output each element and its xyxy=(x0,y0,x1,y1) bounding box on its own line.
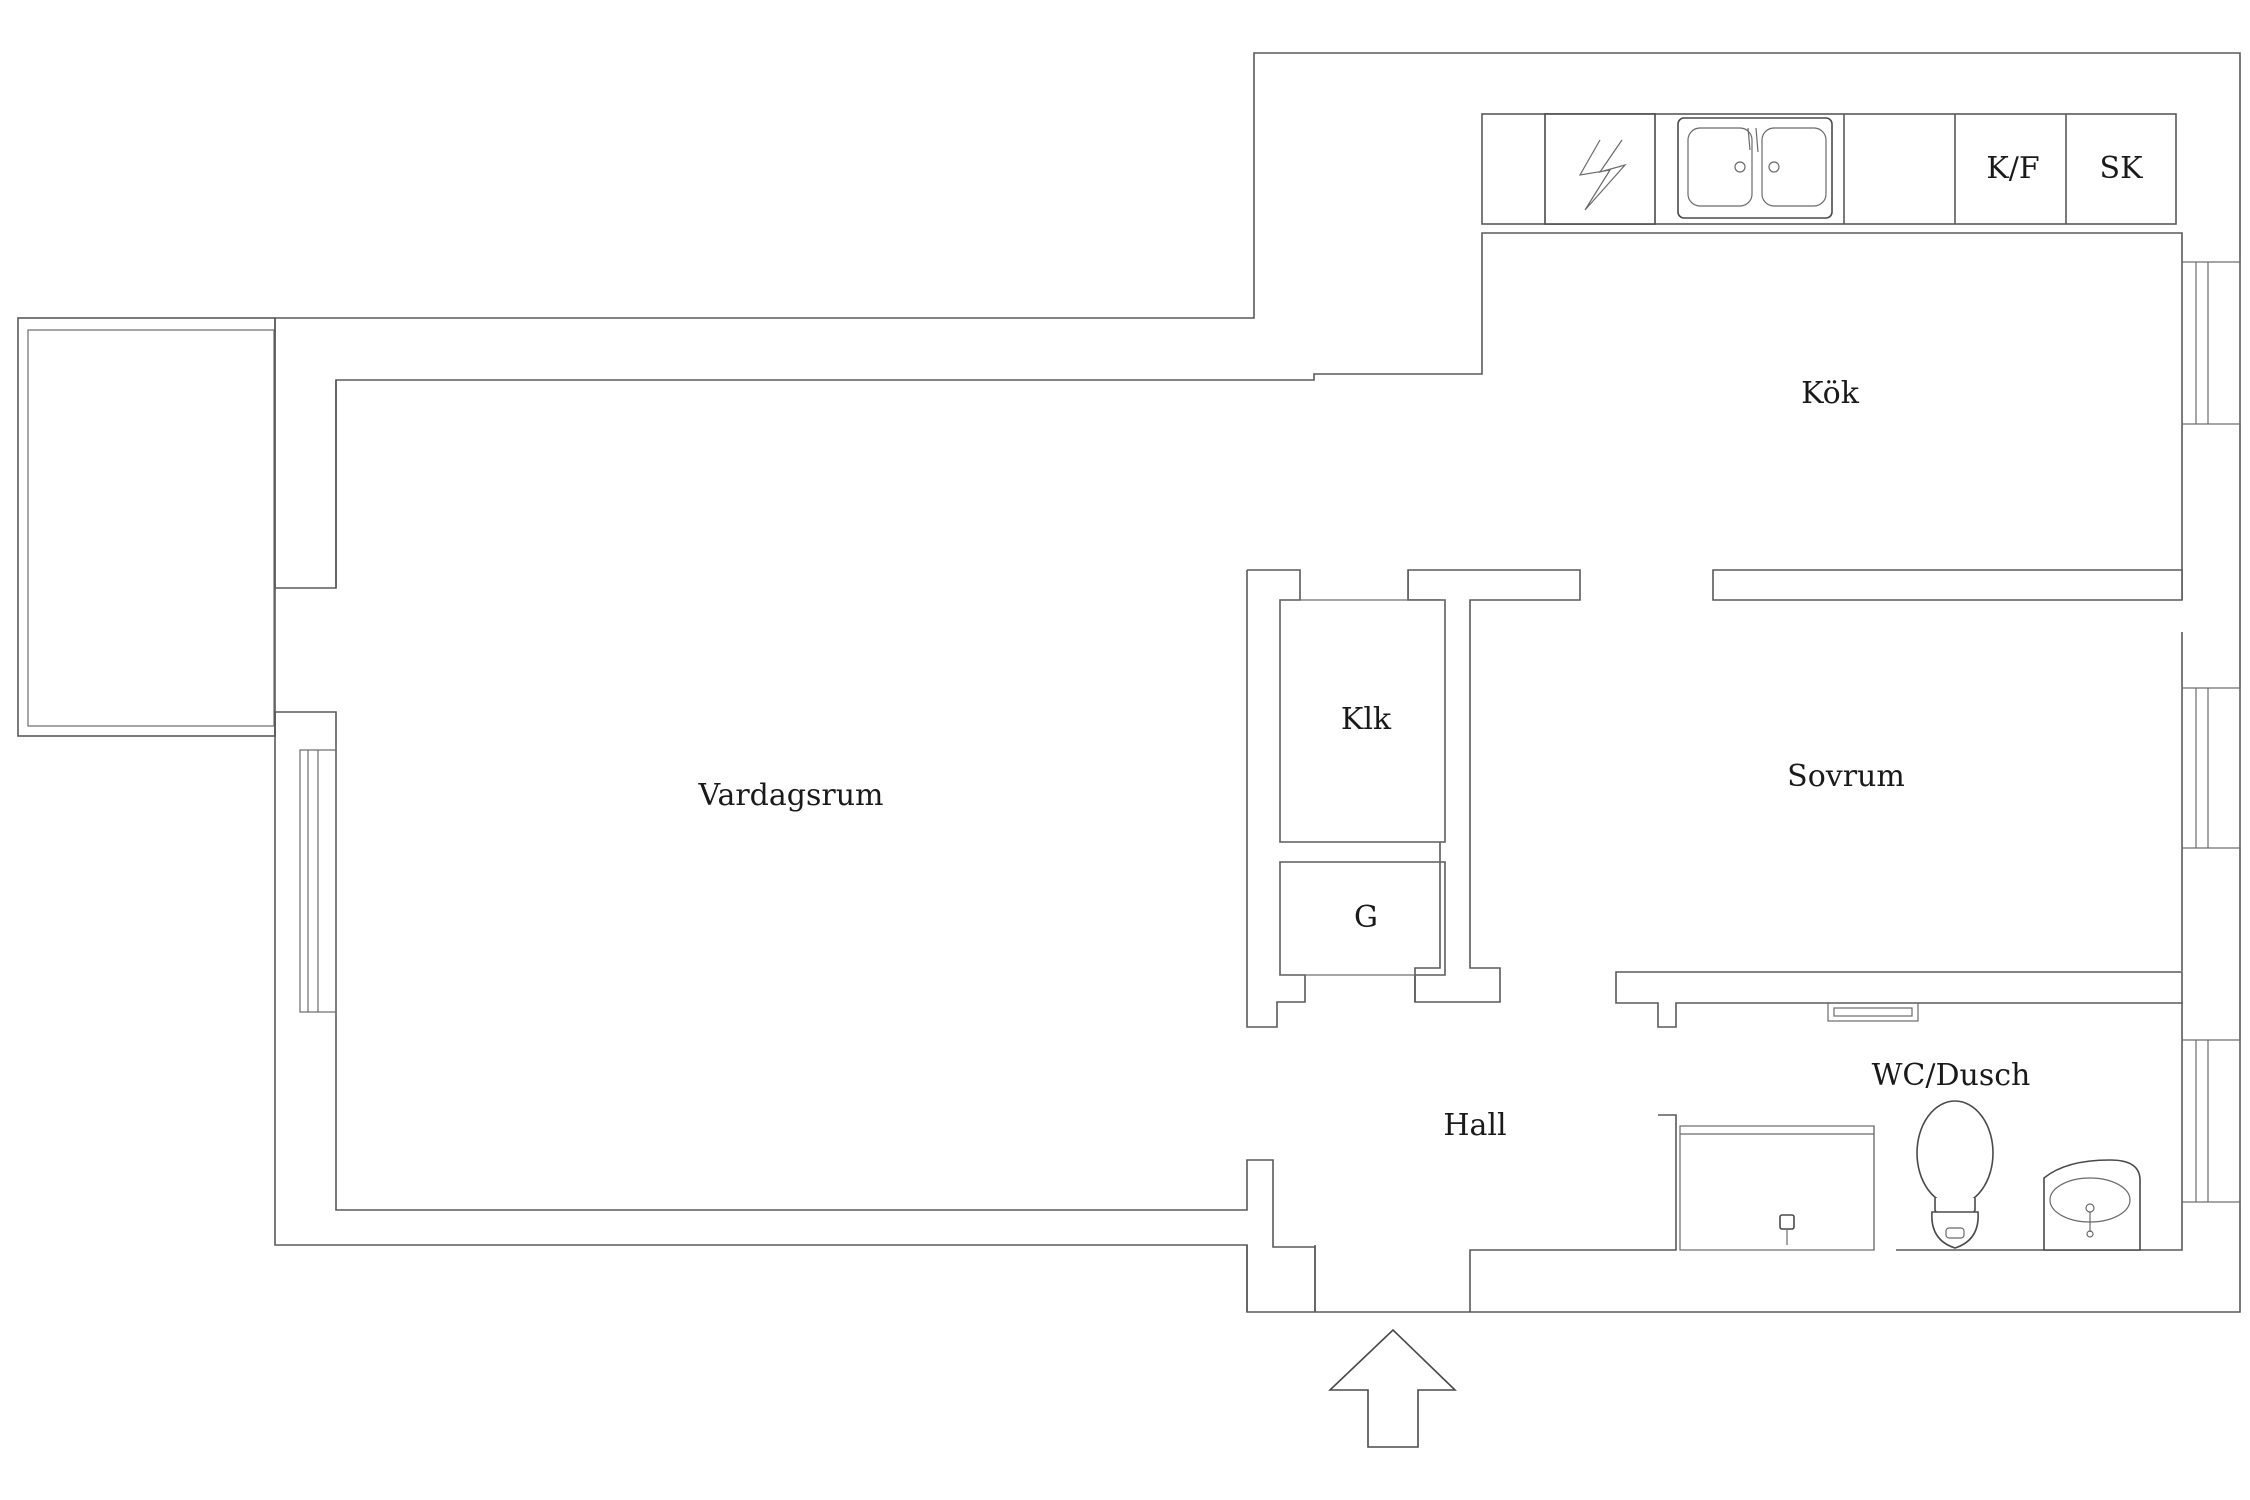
room-label-kitchen: Kök xyxy=(1801,376,1860,411)
bathroom-vent xyxy=(1827,1002,1919,1022)
storage-block xyxy=(1246,569,1446,1028)
room-label-bedroom: Sovrum xyxy=(1787,759,1905,794)
room-label-wardrobe: Klk xyxy=(1341,702,1392,737)
kitchen-sink xyxy=(1677,117,1833,219)
living-room-window xyxy=(299,749,337,1013)
cabinet-label: SK xyxy=(2100,151,2144,186)
room-label-bathroom: WC/Dusch xyxy=(1872,1058,2031,1093)
bedroom-bathroom-wall xyxy=(1615,971,2183,1028)
entrance-arrow-icon xyxy=(1328,1328,1457,1448)
fridge-freezer-label: K/F xyxy=(1986,151,2039,186)
room-label-closet: G xyxy=(1354,900,1378,935)
balcony xyxy=(17,317,276,737)
washbasin xyxy=(2043,1159,2141,1251)
room-label-hall: Hall xyxy=(1443,1108,1506,1143)
toilet xyxy=(1916,1100,1994,1249)
room-label-living-room: Vardagsrum xyxy=(698,778,884,813)
stove xyxy=(1544,113,1656,225)
bedroom-window xyxy=(2181,687,2241,849)
bathroom-window xyxy=(2181,1039,2241,1203)
kitchen-counter xyxy=(1481,113,2177,225)
kitchen-window xyxy=(2181,261,2241,425)
kitchen-bedroom-wall xyxy=(1712,569,2183,601)
shower xyxy=(1679,1125,1875,1251)
